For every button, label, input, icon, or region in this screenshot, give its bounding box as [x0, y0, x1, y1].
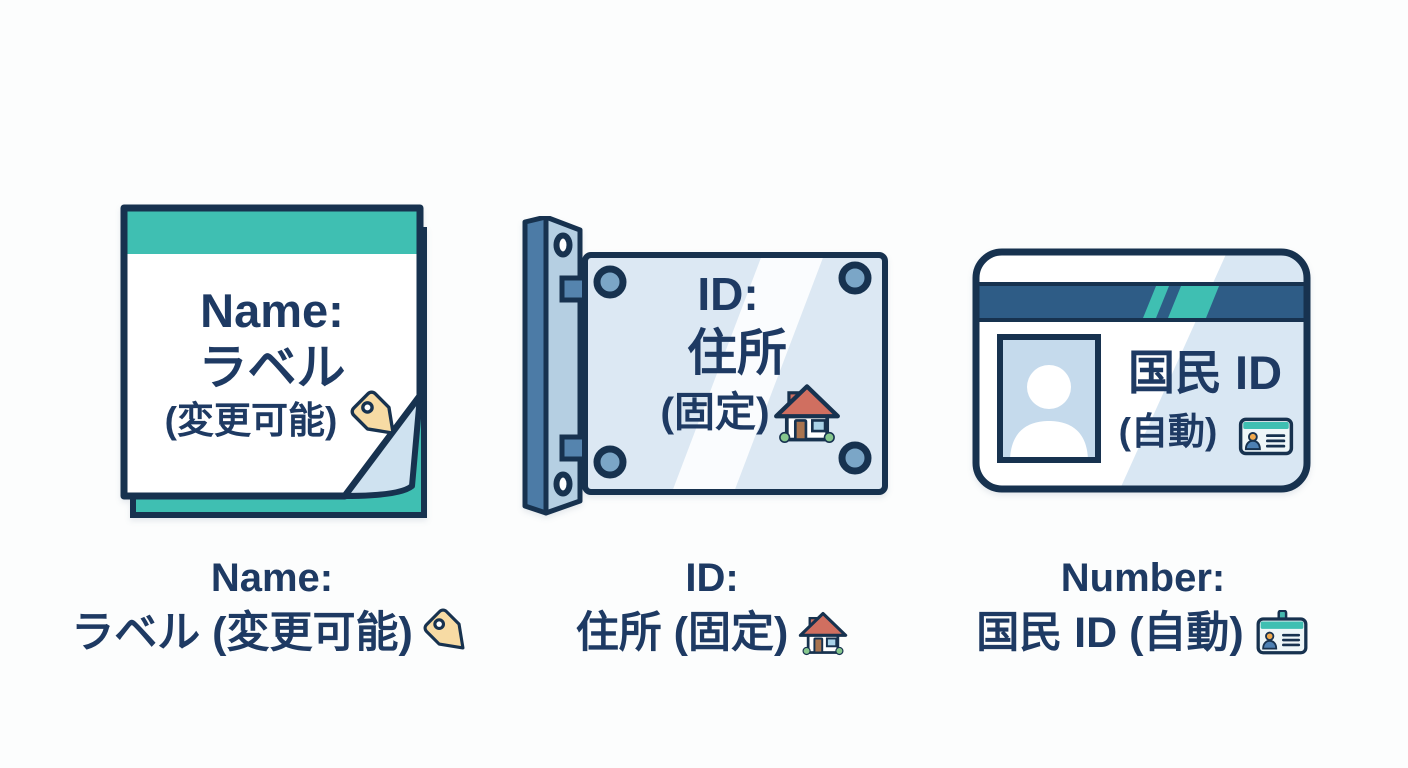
- caption-sign-line1: ID:: [685, 556, 739, 600]
- caption-sign-line2: 住所 (固定): [532, 604, 892, 662]
- house-icon: [773, 379, 841, 447]
- caption-id-card: Number: 国民 ID (自動): [938, 552, 1348, 662]
- plate-screw-top-right: [838, 261, 872, 295]
- card-text-line2: (自動): [1118, 411, 1218, 452]
- bracket-front-face: [543, 216, 583, 516]
- sign-text-line1: ID:: [697, 268, 759, 320]
- plate-screw-bottom-left: [593, 445, 627, 479]
- tag-icon: [350, 390, 404, 444]
- id-badge-icon: [1254, 610, 1310, 656]
- card-band-slash-1: [1143, 286, 1169, 318]
- id-card-panel: 国民 ID (自動): [972, 248, 1312, 494]
- card-band-slash-2: [1168, 286, 1219, 318]
- id-card-icon: [1238, 415, 1294, 457]
- bracket-screw-hole-bottom: [553, 471, 573, 497]
- id-card-illustration: [972, 248, 1311, 493]
- house-icon: [798, 608, 848, 658]
- bracket-side-face: [522, 216, 549, 516]
- note-header-stripe: [124, 208, 420, 254]
- plate-screw-bottom-right: [838, 441, 872, 475]
- plate-screw-top-left: [593, 265, 627, 299]
- sticky-note-illustration: [120, 204, 427, 518]
- caption-card-line2: 国民 ID (自動): [938, 604, 1348, 662]
- caption-sticky-note: Name: ラベル (変更可能): [62, 552, 482, 662]
- note-front-sheet: [124, 208, 420, 496]
- sign-plate-panel: ID: 住所 (固定): [522, 216, 888, 522]
- note-text-line1: Name:: [200, 284, 344, 337]
- note-folded-corner: [342, 393, 423, 499]
- sticky-note-panel: Name: ラベル (変更可能): [112, 200, 437, 525]
- caption-card-line1: Number:: [1060, 556, 1226, 600]
- tag-icon: [423, 608, 473, 658]
- caption-sign-plate: ID: 住所 (固定): [532, 552, 892, 662]
- photo-silhouette: [1010, 365, 1088, 460]
- caption-note-line1: Name:: [210, 556, 334, 600]
- note-text-line2: ラベル: [198, 341, 346, 395]
- card-band: [976, 282, 1307, 322]
- note-text-line3: (変更可能): [164, 400, 338, 441]
- card-text-line1: 国民 ID: [1127, 346, 1283, 399]
- bracket-screw-hole-top: [553, 232, 573, 258]
- sign-text-line2: 住所: [687, 325, 787, 381]
- plate-glare-stripe: [672, 255, 824, 492]
- caption-note-line2: ラベル (変更可能): [62, 604, 482, 662]
- sign-text-line3: (固定): [660, 389, 770, 435]
